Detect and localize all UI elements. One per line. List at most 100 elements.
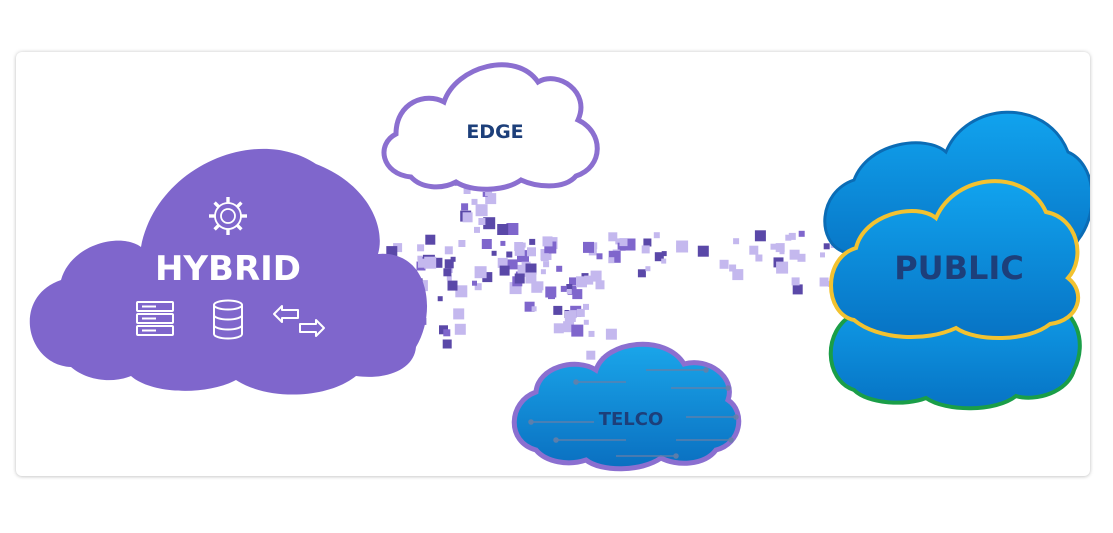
data-pixel [755, 254, 763, 262]
data-pixel [643, 238, 652, 247]
data-pixel [485, 189, 493, 197]
edge-label: EDGE [466, 121, 523, 143]
diagram-card: HYBRID [16, 52, 1090, 476]
data-pixel [450, 256, 456, 262]
data-pixel [485, 193, 497, 205]
data-pixel [569, 277, 577, 286]
data-pixel [444, 246, 453, 255]
data-pixel [475, 204, 488, 217]
data-pixel [586, 350, 596, 360]
data-pixel [443, 329, 451, 337]
data-pixel [454, 323, 466, 335]
data-pixel [482, 272, 493, 283]
data-pixel [595, 280, 605, 290]
data-pixel [798, 230, 805, 237]
data-pixel [596, 253, 603, 260]
data-pixel [442, 339, 452, 349]
data-pixel [529, 238, 536, 245]
data-pixel [590, 270, 602, 282]
data-pixel [770, 243, 777, 250]
hybrid-cloud-shape [29, 148, 428, 395]
data-pixel [418, 258, 427, 268]
data-pixel [676, 244, 682, 250]
data-pixel [474, 283, 482, 291]
data-pixel [458, 240, 466, 247]
data-pixel [583, 319, 589, 325]
data-pixel [478, 218, 486, 225]
data-pixel [444, 259, 454, 269]
data-pixel [462, 212, 473, 223]
data-pixel [553, 323, 564, 334]
data-pixel [446, 275, 452, 281]
data-pixel [474, 226, 480, 233]
data-pixel [548, 292, 555, 300]
data-pixel [820, 252, 825, 258]
data-pixel [571, 324, 584, 337]
data-pixel [661, 251, 667, 257]
data-pixel [471, 198, 478, 205]
data-pixel [583, 241, 594, 253]
data-pixel [531, 306, 537, 312]
data-pixel [785, 234, 792, 241]
data-pixel [499, 265, 510, 276]
data-pixel [483, 217, 496, 230]
data-pixel [654, 252, 664, 262]
data-pixel [540, 269, 546, 275]
data-pixel [733, 238, 740, 245]
data-pixel [455, 285, 468, 298]
data-pixel [463, 187, 471, 194]
data-pixel [393, 243, 403, 253]
data-pixel [520, 242, 526, 248]
data-pixel [661, 258, 667, 264]
data-pixel [608, 257, 615, 264]
data-pixel [514, 273, 525, 284]
data-pixel [645, 266, 651, 272]
data-pixel [447, 280, 458, 291]
data-pixel [474, 266, 487, 279]
data-pixel [443, 268, 452, 277]
data-pixel [425, 234, 436, 245]
public-cloud-front [829, 179, 1081, 341]
data-pixel [641, 245, 650, 254]
data-pixel [608, 250, 621, 263]
data-pixel [481, 239, 492, 249]
data-pixel [417, 255, 423, 261]
data-pixel [564, 311, 576, 322]
data-pixel [566, 289, 572, 294]
data-pixel [540, 253, 549, 262]
data-pixel [637, 269, 646, 278]
data-pixel [567, 285, 577, 295]
data-pixel [472, 280, 477, 286]
data-pixel [775, 243, 785, 253]
data-pixel [615, 238, 622, 245]
data-pixel [497, 257, 508, 268]
data-pixel [525, 263, 537, 275]
data-pixel [527, 247, 536, 257]
data-pixel [497, 224, 509, 235]
data-pixel [453, 308, 465, 320]
data-pixel [732, 269, 744, 281]
data-pixel [588, 330, 595, 337]
data-pixel [719, 259, 729, 269]
data-pixel [797, 253, 806, 262]
data-pixel [584, 275, 594, 285]
data-pixel [509, 282, 522, 295]
data-pixel [491, 250, 497, 256]
hybrid-cloud: HYBRID [29, 148, 428, 395]
database-icon [213, 299, 243, 340]
data-pixel [608, 232, 618, 242]
data-pixel [461, 203, 469, 211]
data-pixel [792, 284, 803, 295]
data-pixel [619, 238, 628, 247]
data-pixel [776, 261, 789, 274]
data-pixel [617, 242, 626, 251]
data-pixel [437, 296, 443, 302]
data-pixel [729, 264, 737, 272]
data-pixel [500, 240, 506, 246]
data-pixel [506, 223, 519, 235]
data-pixel [583, 303, 589, 310]
data-pixel [788, 232, 796, 240]
data-pixel [514, 245, 525, 256]
data-pixel [386, 246, 398, 258]
telco-label: TELCO [599, 409, 664, 430]
